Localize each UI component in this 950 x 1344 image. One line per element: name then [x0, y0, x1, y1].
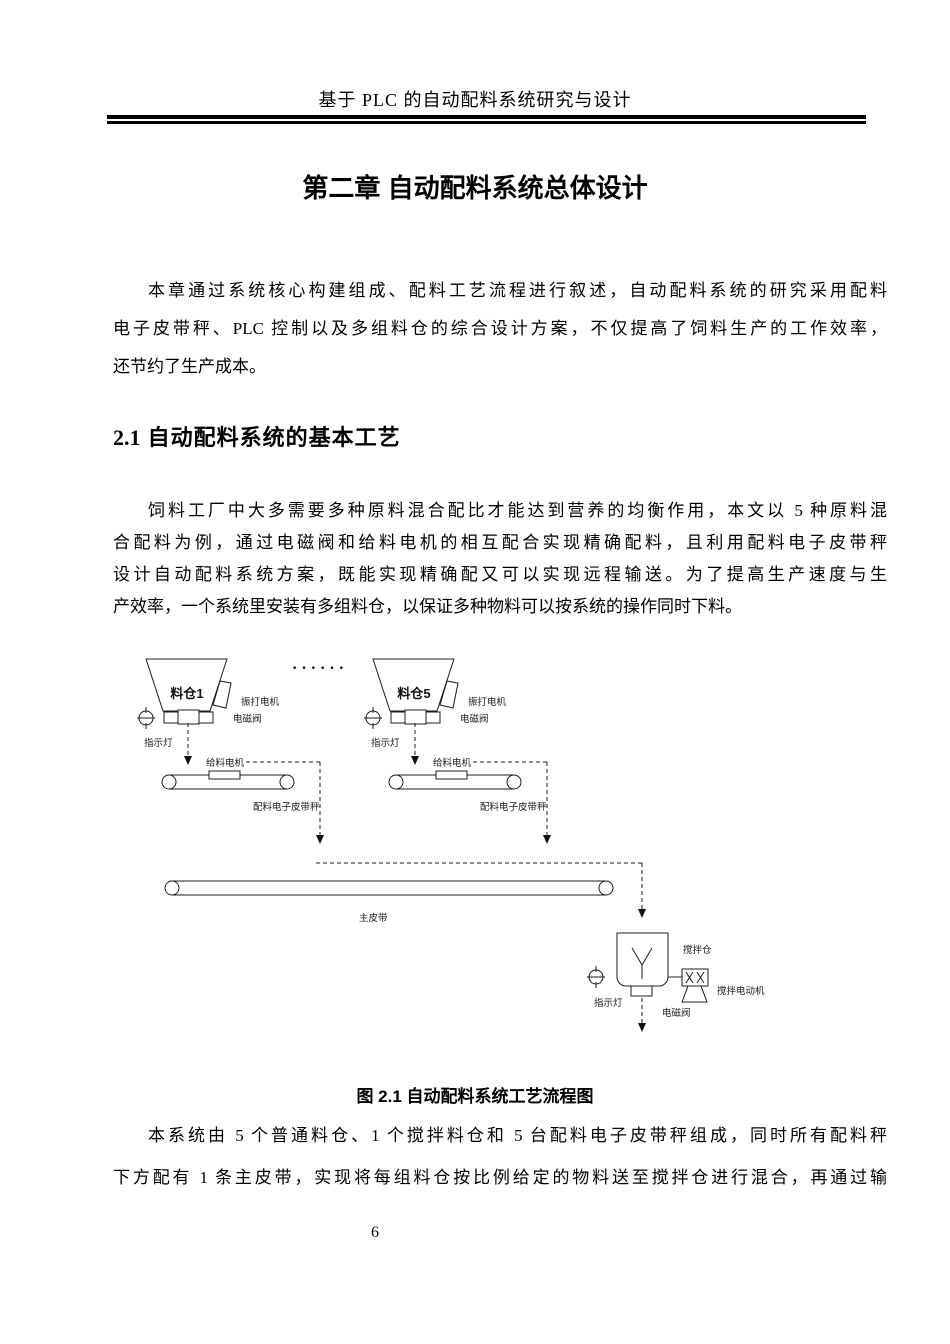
down-arrow	[638, 1023, 646, 1032]
feeder-motor-label: 给料电机	[433, 757, 472, 769]
indicator-light-label: 指示灯	[371, 737, 400, 749]
mixer-motor-icon	[681, 968, 709, 1003]
indicator-light-icon	[364, 707, 382, 729]
belt-scale-label: 配料电子皮带秤	[480, 801, 547, 813]
down-arrow	[184, 756, 192, 765]
indicator-light-icon	[587, 966, 605, 988]
hopper-1	[145, 658, 228, 712]
solenoid-valve-label: 电磁阀	[662, 1007, 691, 1019]
solenoid-valve-label: 电磁阀	[233, 713, 262, 725]
feeder-motor-label: 给料电机	[206, 757, 245, 769]
down-arrow	[543, 835, 551, 844]
mixer-assembly: 指示灯 电磁阀 搅拌仓 搅拌电动机	[587, 932, 765, 1032]
indicator-light-label: 指示灯	[144, 737, 173, 749]
paragraph-2: 饲料工厂中大多需要多种原料混合配比才能达到营养的均衡作用，本文以 5 种原料混 …	[113, 495, 887, 623]
paragraph-3: 本系统由 5 个普通料仓、1 个搅拌料仓和 5 台配料电子皮带秤组成，同时所有配…	[113, 1115, 887, 1199]
feeder-group-5: 料仓5 指示灯 电磁阀 振打电机 给料电机 配料电子皮带秤	[364, 658, 551, 844]
vibrator-motor-icon	[212, 680, 232, 709]
paragraph-line: 电子皮带秤、PLC 控制以及多组料仓的综合设计方案，不仅提高了饲料生产的工作效率…	[113, 319, 887, 338]
down-arrow	[316, 835, 324, 844]
paragraph-line: 设计自动配料系统方案，既能实现精确配又可以实现远程输送。为了提高生产速度与生	[113, 565, 887, 584]
belt-scale-conveyor	[388, 770, 522, 790]
main-belt-conveyor	[164, 880, 614, 896]
paragraph-line: 本章通过系统核心构建组成、配料工艺流程进行叙述，自动配料系统的研究采用配料	[148, 281, 887, 300]
paragraph-1: 本章通过系统核心构建组成、配料工艺流程进行叙述，自动配料系统的研究采用配料 电子…	[113, 272, 887, 386]
process-flow-diagram: 料仓1 指示灯 电磁阀 振打电机 给料电机 配料电子皮带秤 ······	[137, 658, 765, 1032]
hopper-5	[372, 658, 455, 712]
hopper-5-label: 料仓5	[397, 686, 430, 701]
solenoid-valve-icon	[630, 985, 653, 997]
vibrator-motor-label: 振打电机	[241, 696, 280, 708]
indicator-light-label: 指示灯	[594, 997, 623, 1009]
feeder-group-1: 料仓1 指示灯 电磁阀 振打电机 给料电机 配料电子皮带秤	[137, 658, 324, 844]
mixer-bin-icon	[616, 932, 669, 987]
paragraph-line: 合配料为例，通过电磁阀和给料电机的相互配合实现精确配料，且利用配料电子皮带秤	[113, 533, 887, 552]
main-belt-label: 主皮带	[359, 912, 388, 924]
down-arrow	[638, 909, 646, 918]
page-header-title: 基于 PLC 的自动配料系统研究与设计	[318, 90, 632, 110]
section-title: 自动配料系统的基本工艺	[147, 425, 401, 450]
ellipsis-dots: ······	[292, 660, 348, 677]
header-double-rule	[107, 115, 866, 124]
paragraph-line: 下方配有 1 条主皮带，实现将每组料仓按比例给定的物料送至搅拌仓进行混合，再通过…	[113, 1168, 887, 1187]
down-arrow	[411, 756, 419, 765]
mixer-blade-icon	[631, 947, 653, 979]
section-heading-2-1: 2.1 自动配料系统的基本工艺	[113, 420, 401, 452]
vibrator-motor-icon	[439, 680, 459, 709]
paragraph-line: 还节约了生产成本。	[113, 357, 266, 376]
belt-scale-label: 配料电子皮带秤	[253, 801, 320, 813]
paragraph-line: 饲料工厂中大多需要多种原料混合配比才能达到营养的均衡作用，本文以 5 种原料混	[148, 501, 887, 520]
figure-caption: 图 2.1 自动配料系统工艺流程图	[356, 1087, 594, 1106]
solenoid-valve-gate	[404, 709, 427, 725]
page-number: 6	[371, 1224, 379, 1241]
belt-scale-conveyor	[161, 770, 295, 790]
paragraph-line: 产效率，一个系统里安装有多组料仓，以保证多种物料可以按系统的操作同时下料。	[113, 597, 742, 616]
solenoid-valve-gate	[177, 709, 200, 725]
paragraph-line: 本系统由 5 个普通料仓、1 个搅拌料仓和 5 台配料电子皮带秤组成，同时所有配…	[148, 1126, 887, 1145]
hopper-1-label: 料仓1	[170, 686, 203, 701]
vibrator-motor-label: 振打电机	[468, 696, 507, 708]
mixer-motor-label: 搅拌电动机	[717, 985, 765, 997]
section-number: 2.1	[113, 425, 141, 450]
solenoid-valve-label: 电磁阀	[460, 713, 489, 725]
weigh-sensor	[435, 770, 468, 780]
indicator-light-icon	[137, 707, 155, 729]
chapter-title: 第二章 自动配料系统总体设计	[302, 173, 648, 203]
weigh-sensor	[208, 770, 241, 780]
mixer-bin-label: 搅拌仓	[683, 944, 712, 956]
